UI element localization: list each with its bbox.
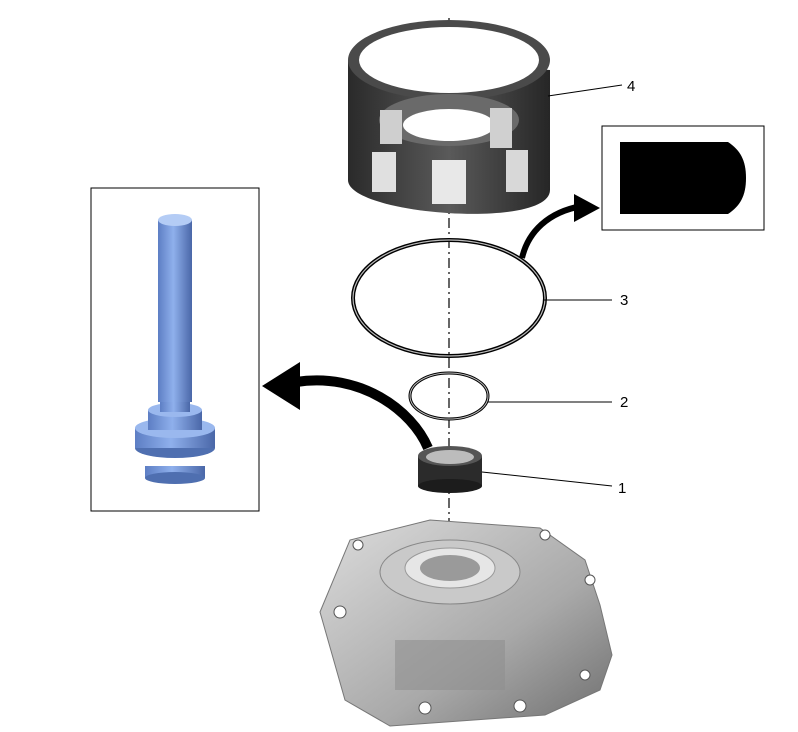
transmission-housing-icon xyxy=(319,519,613,727)
seal-ring-cross-section-icon xyxy=(620,142,746,214)
clutch-drum-part xyxy=(348,20,550,214)
callout-number-1: 1 xyxy=(618,480,626,497)
arrow-to-tool-inset xyxy=(262,362,433,451)
leader-line-1 xyxy=(481,471,613,487)
callout-number-2: 2 xyxy=(620,394,628,411)
tool-inset-panel xyxy=(90,187,260,512)
arrow-to-seal-detail xyxy=(519,194,600,259)
bearing-installer-tool-icon xyxy=(135,214,215,484)
seal-detail-inset-panel xyxy=(601,125,765,231)
callout-number-4: 4 xyxy=(627,78,635,95)
needle-bearing-part xyxy=(418,446,482,493)
callout-number-3: 3 xyxy=(620,292,628,309)
leader-line-4 xyxy=(547,84,623,97)
